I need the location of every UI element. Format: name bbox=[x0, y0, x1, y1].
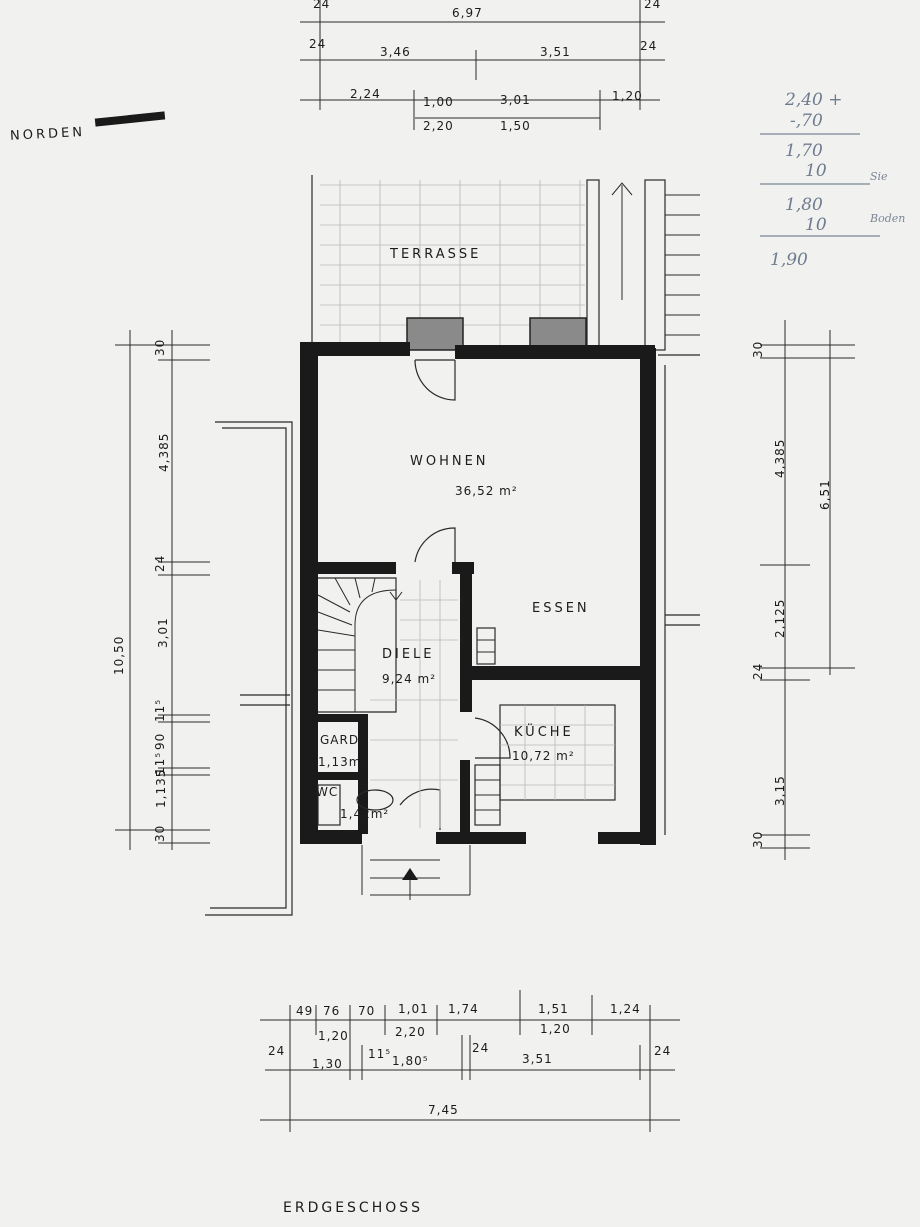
terrace-area bbox=[311, 175, 700, 351]
room-wc-area: 1,42m² bbox=[340, 807, 389, 821]
dim-bottom-8: 1,20 bbox=[318, 1029, 349, 1043]
dim-top-8: 2,24 bbox=[350, 87, 381, 101]
hall-tiles bbox=[370, 580, 458, 828]
north-arrow-bar bbox=[94, 111, 166, 127]
room-wohnen: WOHNEN bbox=[410, 454, 489, 469]
dim-bottom-15: 24 bbox=[472, 1041, 489, 1055]
note-2: -,70 bbox=[790, 111, 823, 131]
note-7: 10 bbox=[805, 215, 827, 235]
north-label: NORDEN bbox=[10, 125, 86, 144]
top-dimensions bbox=[300, 0, 665, 130]
note-8: Boden bbox=[869, 212, 905, 225]
room-gard-area: 1,13m² bbox=[318, 755, 367, 769]
dim-bottom-16: 3,51 bbox=[522, 1052, 553, 1066]
room-diele-area: 9,24 m² bbox=[382, 672, 436, 686]
dim-bottom-2: 76 bbox=[323, 1004, 340, 1018]
room-essen: ESSEN bbox=[532, 601, 590, 616]
dim-left-1: 30 bbox=[153, 339, 167, 356]
note-5: Sie bbox=[870, 170, 888, 183]
dim-right-6: 3,15 bbox=[773, 775, 787, 806]
dim-bottom-13: 11⁵ bbox=[368, 1047, 391, 1061]
room-terrasse: TERRASSE bbox=[389, 247, 481, 262]
dim-left-6: 90 bbox=[153, 733, 167, 750]
dim-top-5: 3,46 bbox=[380, 45, 411, 59]
interior-walls bbox=[316, 562, 642, 842]
essen-shelf bbox=[476, 627, 496, 665]
dim-right-1: 30 bbox=[751, 341, 765, 358]
note-3: 1,70 bbox=[785, 141, 823, 161]
room-wc: WC bbox=[316, 785, 338, 799]
terrace-planter-left bbox=[406, 317, 464, 351]
dim-right-5: 24 bbox=[751, 663, 765, 680]
dim-left-8: 1,135 bbox=[154, 769, 168, 808]
dim-top-12: 2,20 bbox=[423, 119, 454, 133]
dim-bottom-11: 24 bbox=[268, 1044, 285, 1058]
entrance-steps bbox=[361, 845, 471, 900]
dim-bottom-5: 1,74 bbox=[448, 1002, 479, 1016]
terrace-planter-right bbox=[529, 317, 587, 351]
drawing-title: ERDGESCHOSS bbox=[283, 1200, 423, 1216]
dim-left-2: 4,385 bbox=[157, 433, 171, 472]
dim-left-9: 30 bbox=[153, 825, 167, 842]
dim-top-13: 1,50 bbox=[500, 119, 531, 133]
dim-top-11: 1,20 bbox=[612, 89, 643, 103]
wc-fixtures bbox=[317, 784, 394, 826]
room-kueche-area: 10,72 m² bbox=[512, 749, 575, 763]
bottom-dimensions bbox=[260, 990, 680, 1132]
dim-right-4: 2,125 bbox=[773, 599, 787, 638]
dim-top-1: 24 bbox=[313, 0, 330, 11]
dim-bottom-18: 7,45 bbox=[428, 1103, 459, 1117]
staircase bbox=[317, 577, 403, 713]
doors bbox=[399, 359, 511, 830]
dim-top-9: 1,00 bbox=[423, 95, 454, 109]
adjacent-walls bbox=[205, 354, 700, 916]
kitchen-counter bbox=[474, 704, 616, 826]
dim-right-3: 6,51 bbox=[818, 479, 832, 510]
note-4: 10 bbox=[805, 161, 827, 181]
dim-bottom-3: 70 bbox=[358, 1004, 375, 1018]
room-diele: DIELE bbox=[382, 647, 435, 662]
dim-bottom-6: 1,51 bbox=[538, 1002, 569, 1016]
dim-bottom-10: 1,20 bbox=[540, 1022, 571, 1036]
dim-left-4: 3,01 bbox=[156, 617, 170, 648]
dim-right-7: 30 bbox=[751, 831, 765, 848]
dim-left-3: 24 bbox=[153, 555, 167, 572]
outer-walls bbox=[300, 342, 656, 845]
dim-bottom-12: 1,30 bbox=[312, 1057, 343, 1071]
dim-top-10: 3,01 bbox=[500, 93, 531, 107]
left-dimensions bbox=[115, 330, 210, 850]
dim-bottom-9: 2,20 bbox=[395, 1025, 426, 1039]
dim-right-2: 4,385 bbox=[773, 439, 787, 478]
note-6: 1,80 bbox=[785, 195, 823, 215]
dim-top-3: 24 bbox=[644, 0, 661, 11]
dim-left-10: 10,50 bbox=[112, 636, 126, 675]
note-1: 2,40 + bbox=[784, 90, 843, 110]
dim-bottom-7: 1,24 bbox=[610, 1002, 641, 1016]
dim-top-2: 6,97 bbox=[452, 6, 483, 20]
room-gard: GARD. bbox=[320, 733, 364, 747]
dim-bottom-1: 49 bbox=[296, 1004, 313, 1018]
dim-top-6: 3,51 bbox=[540, 45, 571, 59]
dim-top-4: 24 bbox=[309, 37, 326, 51]
room-wohnen-area: 36,52 m² bbox=[455, 484, 518, 498]
note-9: 1,90 bbox=[770, 250, 808, 270]
terrace-steps bbox=[586, 179, 700, 351]
room-kueche: KÜCHE bbox=[514, 723, 574, 740]
dim-left-5: 11⁵ bbox=[153, 699, 167, 722]
dim-left-7: 11⁵ bbox=[153, 752, 167, 775]
dim-top-7: 24 bbox=[640, 39, 657, 53]
dim-bottom-4: 1,01 bbox=[398, 1002, 429, 1016]
right-dimensions bbox=[760, 320, 855, 860]
dim-bottom-14: 1,80⁵ bbox=[392, 1054, 429, 1068]
handwritten-notes bbox=[760, 133, 880, 237]
dim-bottom-17: 24 bbox=[654, 1044, 671, 1058]
